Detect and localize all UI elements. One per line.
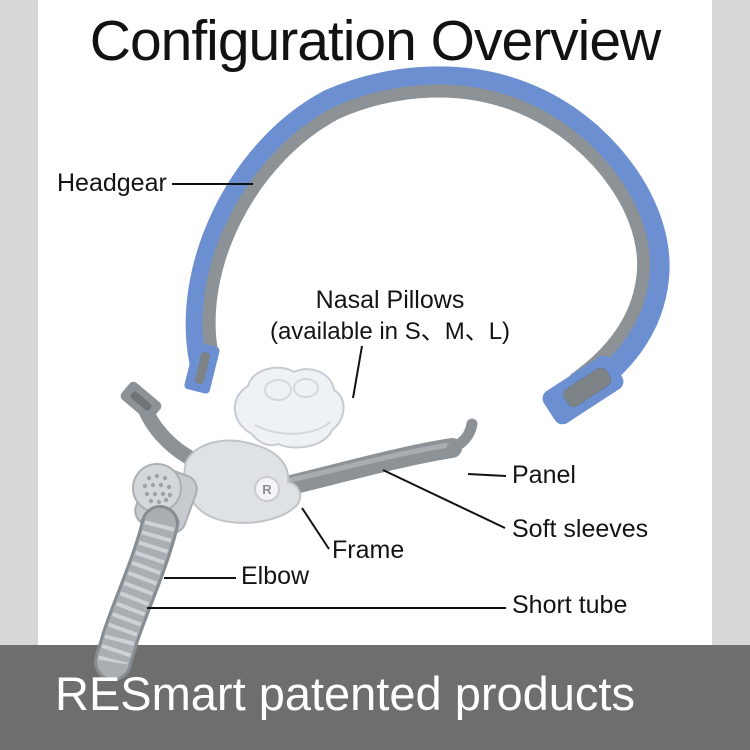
textured-cap [132, 463, 182, 513]
r-marking-badge [254, 476, 280, 502]
panel-arm-highlight [269, 442, 453, 487]
frame-left-arm [120, 381, 206, 470]
soft-sleeves-label: Soft sleeves [512, 515, 649, 543]
page-title: Configuration Overview [89, 9, 661, 73]
headgear-left-tab-slot [194, 352, 211, 385]
headgear-label: Headgear [57, 169, 167, 197]
panel-label: Panel [512, 461, 576, 489]
nasal-pillows-label-line1: Nasal Pillows [315, 286, 465, 314]
nasal-pillows-leader-line [352, 345, 363, 399]
nasal-pillows-label: Nasal Pillows (available in S、M、L) [240, 284, 540, 348]
headgear-outer-band [185, 66, 670, 403]
panel-leader-line [467, 473, 507, 477]
frame-label: Frame [332, 536, 405, 564]
textured-cap-dots [142, 473, 173, 505]
leader-lines [147, 183, 507, 609]
elbow-label: Elbow [241, 562, 310, 590]
banner-text: RESmart patented products [55, 667, 635, 720]
headgear-right-clip [542, 355, 624, 425]
headgear-inner-band [202, 84, 651, 386]
panel-hook [446, 418, 478, 454]
right-edge-strip [712, 0, 750, 645]
r-marking-text: R [262, 482, 272, 497]
frame-leader-line [301, 507, 330, 550]
headgear-strap [184, 66, 670, 425]
nasal-pillows-label-sizes: (available in S、M、L) [269, 318, 511, 345]
tube-ribs [98, 520, 175, 666]
left-edge-strip [0, 0, 38, 645]
soft-sleeves-leader-line [382, 469, 506, 529]
short-tube-label: Short tube [512, 591, 628, 619]
short-tube-part [94, 505, 179, 681]
nasal-pillows-part [233, 366, 345, 449]
